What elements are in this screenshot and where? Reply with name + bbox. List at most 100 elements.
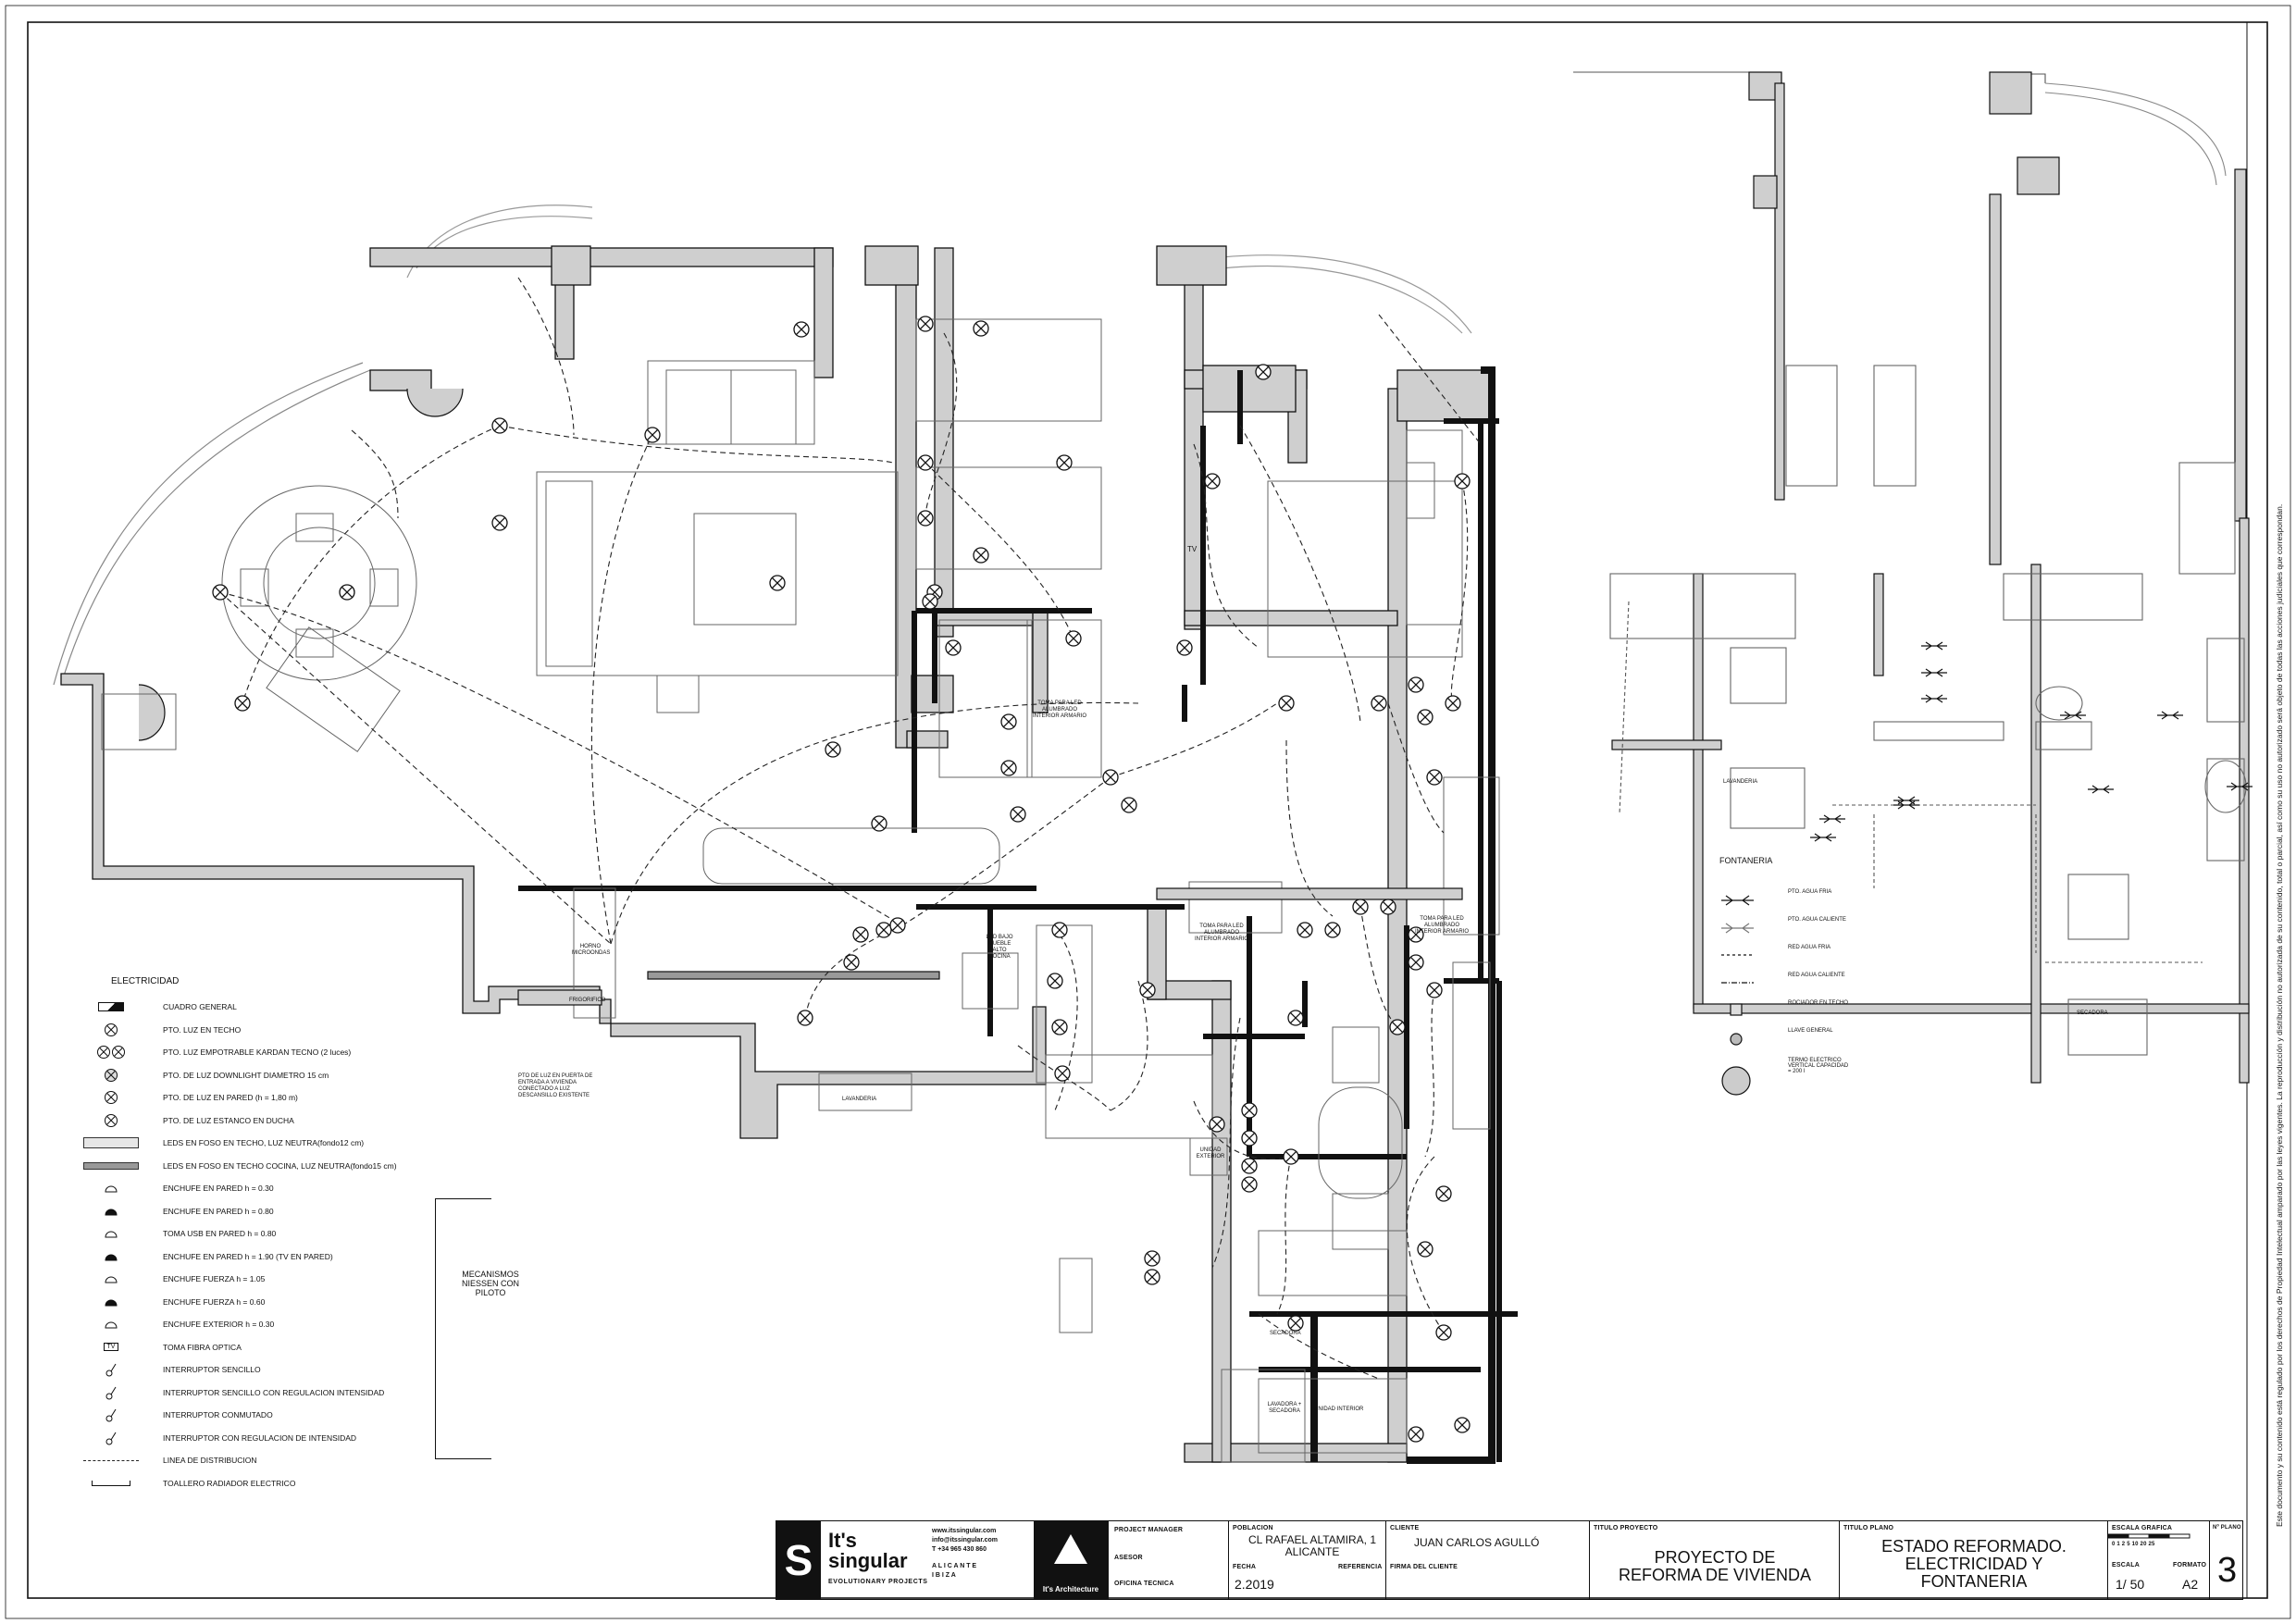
light-point-icon: [769, 575, 786, 591]
legend-title: ELECTRICIDAD: [111, 976, 180, 986]
legend-item-label: PTO. DE LUZ DOWNLIGHT DIAMETRO 15 cm: [163, 1070, 329, 1080]
legend-item-label: CUADRO GENERAL: [163, 1002, 237, 1012]
wardrobe-led-note-1: TOMA PARA LED ALUMBRADO INTERIOR ARMARIO: [1032, 700, 1086, 719]
water-point-icon: [2157, 711, 2183, 720]
legend-item: LEDS EN FOSO EN TECHO COCINA, LUZ NEUTRA…: [83, 1155, 490, 1178]
light-point-icon: [1389, 1019, 1406, 1035]
distribution-line-icon: [83, 1459, 139, 1461]
light-point-icon: [917, 454, 934, 471]
light-point-icon: [1287, 1010, 1304, 1026]
light-point-icon: [1051, 1019, 1068, 1035]
email-link[interactable]: info@itssingular.com: [932, 1537, 999, 1543]
legend-item-label: ENCHUFE EN PARED h = 0.80: [163, 1206, 274, 1216]
indoor-unit-label: UNIDAD INTERIOR: [1314, 1407, 1364, 1412]
escala-label: ESCALA: [2112, 1562, 2140, 1568]
light-point-icon: [1051, 922, 1068, 938]
client-cell: CLIENTE JUAN CARLOS AGULLÓ FIRMA DEL CLI…: [1385, 1521, 1570, 1599]
legend-item: CUADRO GENERAL: [83, 996, 490, 1019]
water-point-icon: [2088, 785, 2114, 794]
water-point-icon: [1921, 668, 1947, 677]
web-link[interactable]: www.itssingular.com: [932, 1528, 997, 1534]
legend-item: PTO. DE LUZ ESTANCO EN DUCHA: [83, 1110, 490, 1133]
water-point-icon: [1819, 814, 1845, 824]
light-point-icon: [1241, 1176, 1258, 1193]
city-2: I B I Z A: [932, 1572, 956, 1579]
asesor-label: ASESOR: [1114, 1555, 1143, 1561]
ceiling-light-icon: [83, 1023, 139, 1036]
light-point-icon: [1241, 1158, 1258, 1174]
plumbing-legend-title: FONTANERIA: [1719, 856, 1773, 865]
light-point-icon: [1047, 973, 1063, 989]
water-point-icon: [1893, 800, 1919, 810]
switch-icon: [83, 1362, 139, 1377]
light-point-icon: [797, 1010, 813, 1026]
mechanisms-note: MECANISMOS NIESSEN CON PILOTO: [461, 1270, 519, 1297]
poblacion-value: CL RAFAEL ALTAMIRA, 1 ALICANTE: [1247, 1533, 1377, 1558]
light-point-icon: [1435, 1185, 1452, 1202]
socket-080-icon: [83, 1207, 139, 1216]
brand-logo-icon: S: [776, 1521, 821, 1599]
light-point-icon: [945, 639, 962, 656]
water-point-icon: [1893, 796, 1919, 805]
legend-item: ENCHUFE FUERZA h = 1.05: [83, 1268, 490, 1291]
legend-item: PTO. LUZ EMPOTRABLE KARDAN TECNO (2 luce…: [83, 1041, 490, 1064]
nr-plano-label: Nº PLANO: [2213, 1525, 2241, 1531]
water-point-icon: [2060, 711, 2086, 720]
plumbing-legend-item: TERMO ELECTRICO VERTICAL CAPACIDAD = 200…: [1719, 1045, 1923, 1087]
downlight-icon: [83, 1068, 139, 1082]
legend-item: INTERRUPTOR SENCILLO: [83, 1358, 490, 1382]
light-point-icon: [1139, 982, 1156, 998]
light-point-icon: [491, 514, 508, 531]
oven-label: HORNO MICROONDAS: [572, 944, 611, 956]
laundry-label: LAVANDERIA: [842, 1097, 877, 1102]
light-point-icon: [852, 926, 869, 943]
light-point-icon: [1209, 1116, 1225, 1133]
plumbing-legend-label: ROCIADOR EN TECHO: [1788, 1000, 1848, 1006]
escala-grafica-label: ESCALA GRAFICA: [2112, 1525, 2173, 1531]
light-point-icon: [1417, 1241, 1433, 1258]
light-point-icon: [1426, 769, 1443, 786]
light-point-icon: [1056, 454, 1073, 471]
plumbing-legend-item: RED AGUA FRIA: [1719, 934, 1923, 961]
tv-socket-icon: [83, 1252, 139, 1261]
legend-item-label: ENCHUFE FUERZA h = 0.60: [163, 1296, 266, 1307]
legend-item-label: LINEA DE DISTRIBUCION: [163, 1456, 257, 1466]
legend-item-label: ENCHUFE EN PARED h = 0.30: [163, 1184, 274, 1194]
laundry-right-label: LAVANDERIA: [1723, 779, 1758, 785]
legend-item: ENCHUFE EN PARED h = 0.80: [83, 1200, 490, 1223]
dimmer-switch-icon: [83, 1385, 139, 1400]
two-way-switch-icon: [83, 1407, 139, 1422]
socket-030-icon: [83, 1184, 139, 1193]
legend-item-label: LEDS EN FOSO EN TECHO COCINA, LUZ NEUTRA…: [163, 1160, 397, 1171]
legend-item: ENCHUFE EN PARED h = 0.30: [83, 1177, 490, 1200]
legend-item-label: TOMA USB EN PARED h = 0.80: [163, 1229, 277, 1239]
formato-label: FORMATO: [2173, 1562, 2207, 1568]
light-point-icon: [1054, 1065, 1071, 1082]
legend-item-label: INTERRUPTOR SENCILLO: [163, 1365, 261, 1375]
wardrobe-led-note-2: TOMA PARA LED ALUMBRADO INTERIOR ARMARIO: [1194, 924, 1248, 942]
light-point-icon: [1283, 1148, 1299, 1165]
water-point-icon: [1921, 694, 1947, 703]
light-point-icon: [1435, 1324, 1452, 1341]
fridge-label: FRIGORIFICO: [569, 998, 606, 1003]
light-point-icon: [1371, 695, 1387, 712]
legend-item-label: TOALLERO RADIADOR ELECTRICO: [163, 1478, 296, 1488]
nr-plano-value: 3: [2217, 1551, 2238, 1590]
triangle-logo-icon: [1054, 1534, 1087, 1564]
legend-item-label: ENCHUFE EXTERIOR h = 0.30: [163, 1320, 275, 1330]
escala-ticks: 0 1 2 5 10 20 25: [2112, 1542, 2155, 1547]
plumbing-legend-label: RED AGUA CALIENTE: [1788, 973, 1845, 978]
plumbing-legend-label: RED AGUA FRIA: [1788, 945, 1831, 950]
entrance-light-note: PTO DE LUZ EN PUERTA DE ENTRADA A VIVIEN…: [518, 1073, 593, 1098]
titulo-plano-value: ESTADO REFORMADO. ELECTRICIDAD Y FONTANE…: [1881, 1537, 2066, 1591]
legend-item-label: PTO. LUZ EN TECHO: [163, 1024, 242, 1035]
light-point-icon: [825, 741, 841, 758]
firma-label: FIRMA DEL CLIENTE: [1390, 1564, 1458, 1570]
plan-title-cell: TITULO PLANO ESTADO REFORMADO. ELECTRICI…: [1839, 1521, 2107, 1599]
light-point-icon: [973, 320, 989, 337]
mechanisms-box: [435, 1198, 491, 1459]
cliente-value: JUAN CARLOS AGULLÓ: [1414, 1536, 1540, 1549]
cliente-label: CLIENTE: [1390, 1525, 1420, 1531]
power-socket-105-icon: [83, 1274, 139, 1283]
legend-item: PTO. LUZ EN TECHO: [83, 1019, 490, 1042]
